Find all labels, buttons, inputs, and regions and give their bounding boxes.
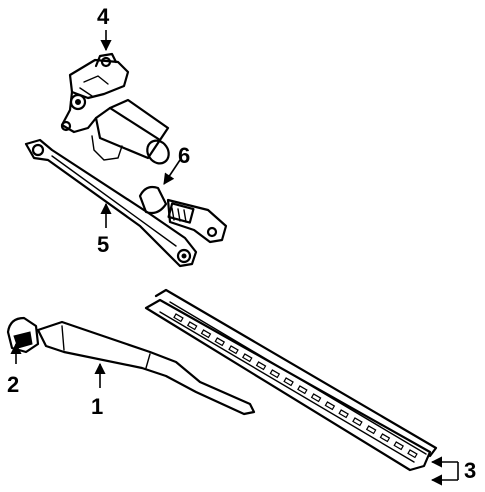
blade-slot bbox=[297, 385, 308, 395]
blade-slot bbox=[200, 329, 212, 339]
blade-slot bbox=[365, 425, 377, 435]
callout-3: 3 bbox=[464, 458, 476, 483]
blade-slot bbox=[338, 409, 349, 419]
callout-2: 2 bbox=[7, 372, 19, 397]
wiper-blade bbox=[144, 288, 438, 472]
blade-slot bbox=[352, 417, 363, 427]
blade-slot bbox=[310, 393, 322, 403]
blade-slot bbox=[214, 337, 226, 347]
callout-4: 4 bbox=[97, 4, 110, 29]
blade-slot bbox=[283, 377, 294, 387]
callout-5: 5 bbox=[97, 232, 109, 257]
callout-6: 6 bbox=[178, 143, 190, 168]
blade-slot bbox=[173, 313, 184, 323]
blade-slot bbox=[393, 441, 404, 451]
blade-slot bbox=[228, 345, 239, 355]
blade-slot bbox=[255, 361, 267, 371]
blade-slot bbox=[269, 369, 281, 379]
blade-slot bbox=[379, 433, 391, 443]
leader-lines bbox=[10, 30, 459, 486]
blade-slot bbox=[186, 321, 198, 331]
wiper-linkage bbox=[24, 138, 198, 268]
blade-slot bbox=[407, 449, 418, 459]
blade-slot bbox=[242, 353, 253, 363]
callout-1: 1 bbox=[91, 394, 103, 419]
blade-slot bbox=[324, 401, 336, 411]
wiper-pivot bbox=[138, 185, 228, 244]
wiper-motor bbox=[60, 52, 170, 165]
